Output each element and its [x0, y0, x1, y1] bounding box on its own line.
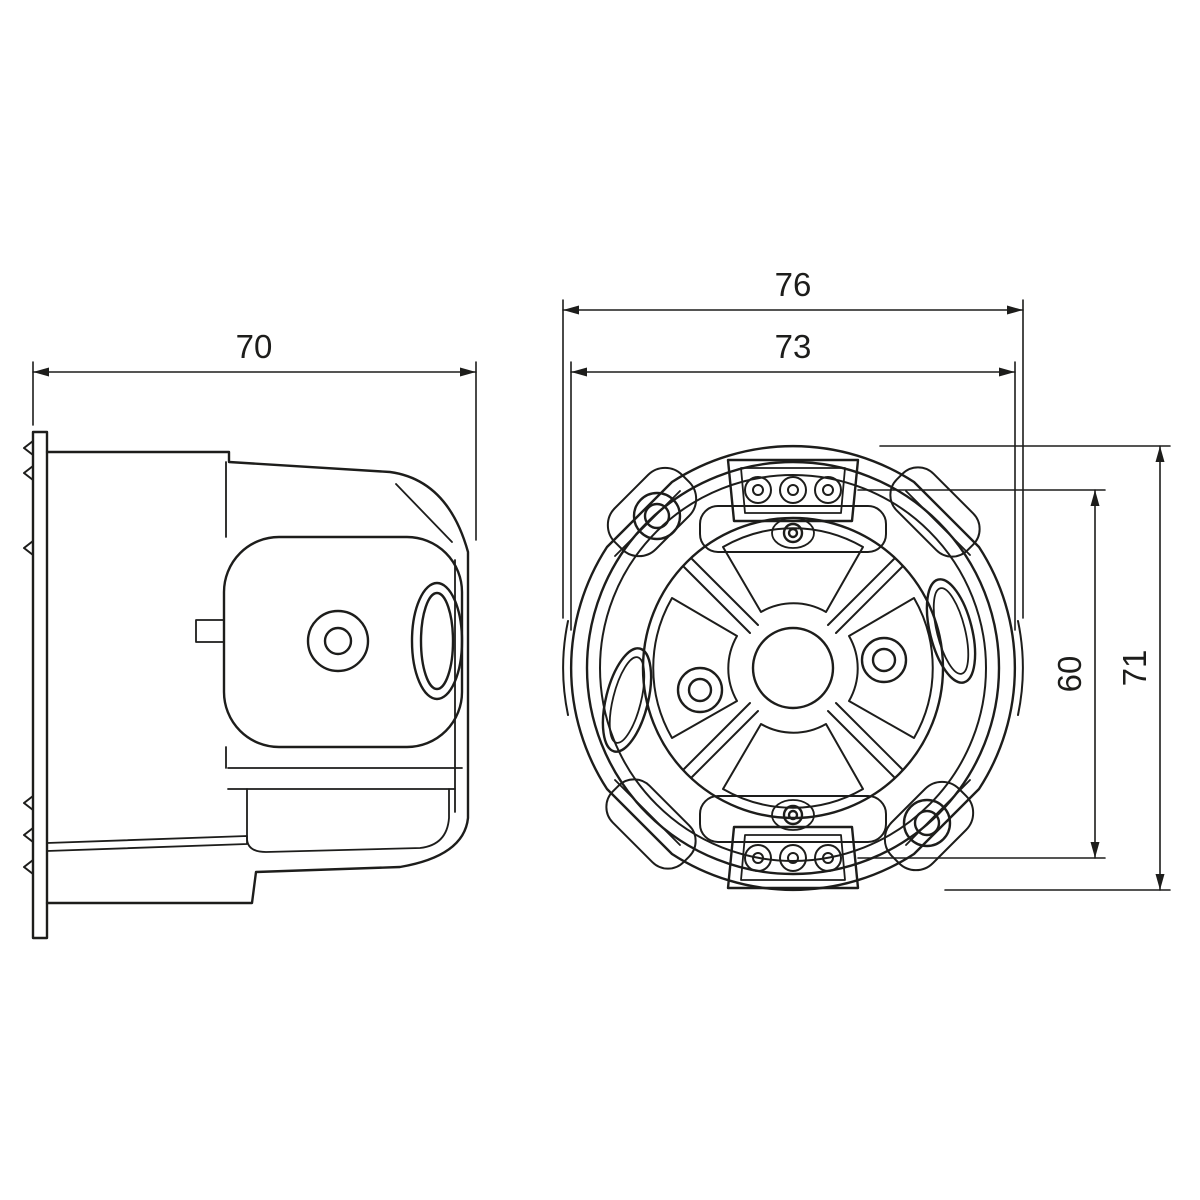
- mounting-screw-se-inner: [913, 809, 941, 837]
- arrowhead-right: [999, 367, 1015, 377]
- knockout-right-outer: [925, 578, 977, 684]
- boss-hole: [779, 476, 807, 504]
- sector-east: [848, 597, 934, 739]
- side-claw: [246, 788, 450, 853]
- mounting-screw-nw-outer: [632, 491, 682, 541]
- arrowhead-left: [33, 367, 49, 377]
- extension-lines: [879, 445, 1171, 891]
- boss-hole-pin: [787, 852, 799, 864]
- top-screw-outer: [782, 522, 804, 544]
- side-latch-notch: [195, 619, 225, 643]
- arrowhead-right: [460, 367, 476, 377]
- side-knockout-inner: [419, 591, 455, 691]
- bottom-bridge: [699, 795, 887, 843]
- boss-hole: [814, 476, 842, 504]
- flange-serrations: [23, 440, 34, 875]
- side-knockout-outer: [410, 581, 464, 701]
- rim-circle-inner: [599, 474, 987, 862]
- mounting-screw-nw-inner: [643, 502, 671, 530]
- extension-lines: [562, 299, 1024, 619]
- extension-lines: [570, 361, 1016, 631]
- arrowhead-bottom: [1090, 842, 1100, 858]
- body-outline: [45, 450, 470, 905]
- corner-pocket-sw: [605, 778, 697, 870]
- device-screw-left-outer: [676, 666, 724, 714]
- top-screw-slot: [771, 517, 815, 549]
- screw-tab-se: [883, 780, 975, 872]
- arrowhead-right: [1007, 305, 1023, 315]
- top-boss-inner: [740, 467, 846, 514]
- boss-hole-pin: [787, 484, 799, 496]
- rim-circle-outer: [585, 460, 1001, 876]
- body-inner-edges: [225, 461, 456, 813]
- dimension-label-side-depth: 70: [236, 328, 273, 365]
- front-silhouette: [570, 445, 1016, 891]
- sector-west: [652, 597, 738, 739]
- boss-hole: [744, 476, 772, 504]
- dimension-overall-height-71: 71: [879, 445, 1171, 891]
- sector-north: [722, 527, 864, 613]
- dimension-label-screw-spacing: 60: [1051, 656, 1088, 693]
- dimensions: 70 76 73 60 71: [32, 266, 1171, 891]
- sector-south: [722, 723, 864, 809]
- device-screw-right-inner: [871, 647, 897, 673]
- cross-ribs: [683, 558, 903, 778]
- corner-pocket-ne: [889, 466, 981, 558]
- side-view: [23, 430, 470, 940]
- dimension-label-body-diameter: 73: [775, 328, 812, 365]
- side-screw-boss-outer: [306, 609, 370, 673]
- bottom-boss-inner: [740, 834, 846, 881]
- top-bridge: [699, 505, 887, 553]
- center-hole: [751, 626, 835, 710]
- knockout-right-inner: [932, 587, 970, 675]
- top-boss-holes: [744, 476, 842, 504]
- side-lower-ribs: [227, 767, 463, 790]
- knockout-left-outer: [601, 647, 653, 753]
- knockout-left-inner: [608, 656, 646, 744]
- boss-hole: [744, 844, 772, 872]
- side-screw-boss-inner: [323, 626, 353, 656]
- dimension-body-diameter-73: 73: [570, 328, 1016, 631]
- side-lip: [46, 835, 248, 852]
- arrowhead-bottom: [1155, 874, 1165, 890]
- device-screw-right-outer: [860, 636, 908, 684]
- arrowhead-top: [1155, 446, 1165, 462]
- dimension-label-overall-width: 76: [775, 266, 812, 303]
- boss-hole-pin: [822, 852, 834, 864]
- boss-hole: [814, 844, 842, 872]
- dimension-side-depth-70: 70: [32, 328, 477, 541]
- arrowhead-left: [571, 367, 587, 377]
- boss-hole-pin: [822, 484, 834, 496]
- bottom-screw-outer: [782, 804, 804, 826]
- extension-lines: [857, 489, 1106, 859]
- dimension-label-overall-height: 71: [1116, 650, 1153, 687]
- flange-plate: [31, 430, 49, 940]
- boss-hole: [779, 844, 807, 872]
- front-side-bulges: [562, 620, 1024, 716]
- arrowhead-top: [1090, 490, 1100, 506]
- bottom-boss-holes: [744, 844, 842, 872]
- dimension-screw-spacing-60: 60: [857, 489, 1106, 859]
- top-screw-inner: [787, 527, 799, 539]
- bottom-boss-block: [726, 825, 860, 890]
- top-boss-block: [726, 458, 860, 523]
- front-view: [562, 445, 1024, 891]
- boss-hole-pin: [752, 852, 764, 864]
- arrowhead-left: [563, 305, 579, 315]
- bottom-screw-inner: [787, 809, 799, 821]
- dimension-overall-width-76: 76: [562, 266, 1024, 619]
- bottom-screw-slot: [771, 799, 815, 831]
- boss-hole-pin: [752, 484, 764, 496]
- device-screw-left-inner: [687, 677, 713, 703]
- mounting-screw-se-outer: [902, 798, 952, 848]
